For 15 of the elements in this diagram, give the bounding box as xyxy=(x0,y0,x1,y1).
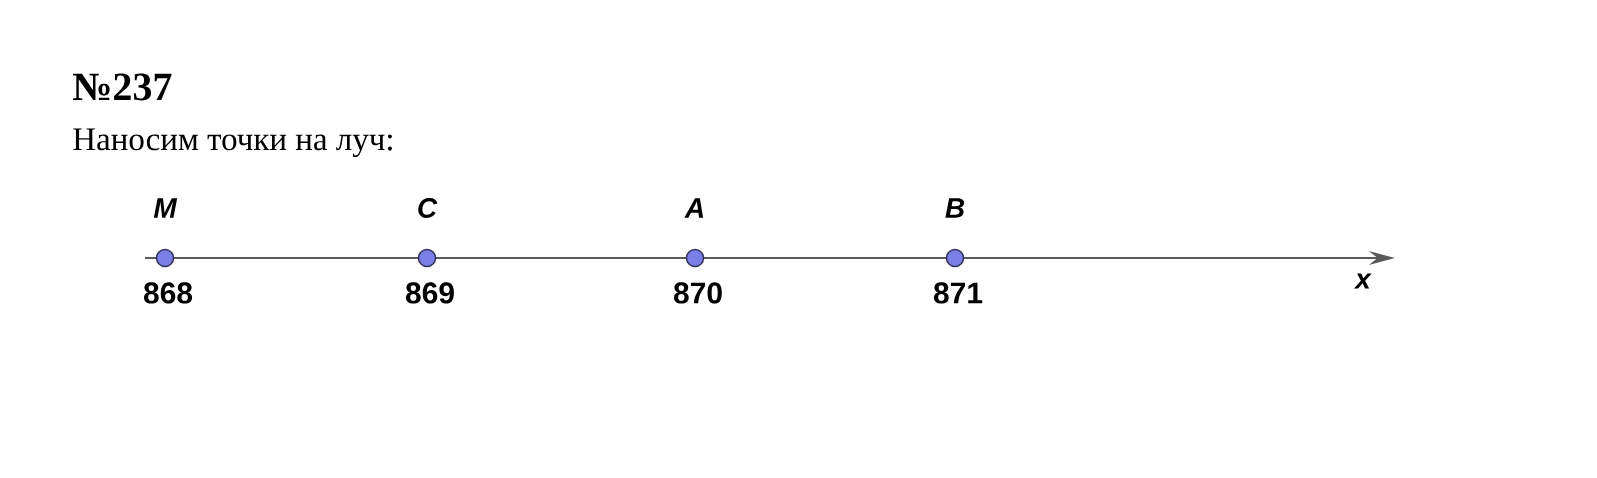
coordinate-label: 869 xyxy=(405,282,454,304)
point-label: C xyxy=(418,198,438,218)
point-label: M xyxy=(153,198,178,218)
instruction-text: Наносим точки на луч: xyxy=(73,128,392,158)
point-label: B xyxy=(945,198,965,218)
point-dot xyxy=(417,248,437,268)
coordinate-label: 870 xyxy=(673,282,722,304)
heading: №237 xyxy=(73,73,172,101)
coordinate-label: 871 xyxy=(933,282,983,304)
point-dot xyxy=(685,248,705,268)
coordinate-label: 868 xyxy=(143,282,193,304)
point-dot xyxy=(945,248,965,268)
axis-label: x xyxy=(1354,273,1372,289)
point-dot xyxy=(155,248,175,268)
point-label: A xyxy=(684,198,704,218)
